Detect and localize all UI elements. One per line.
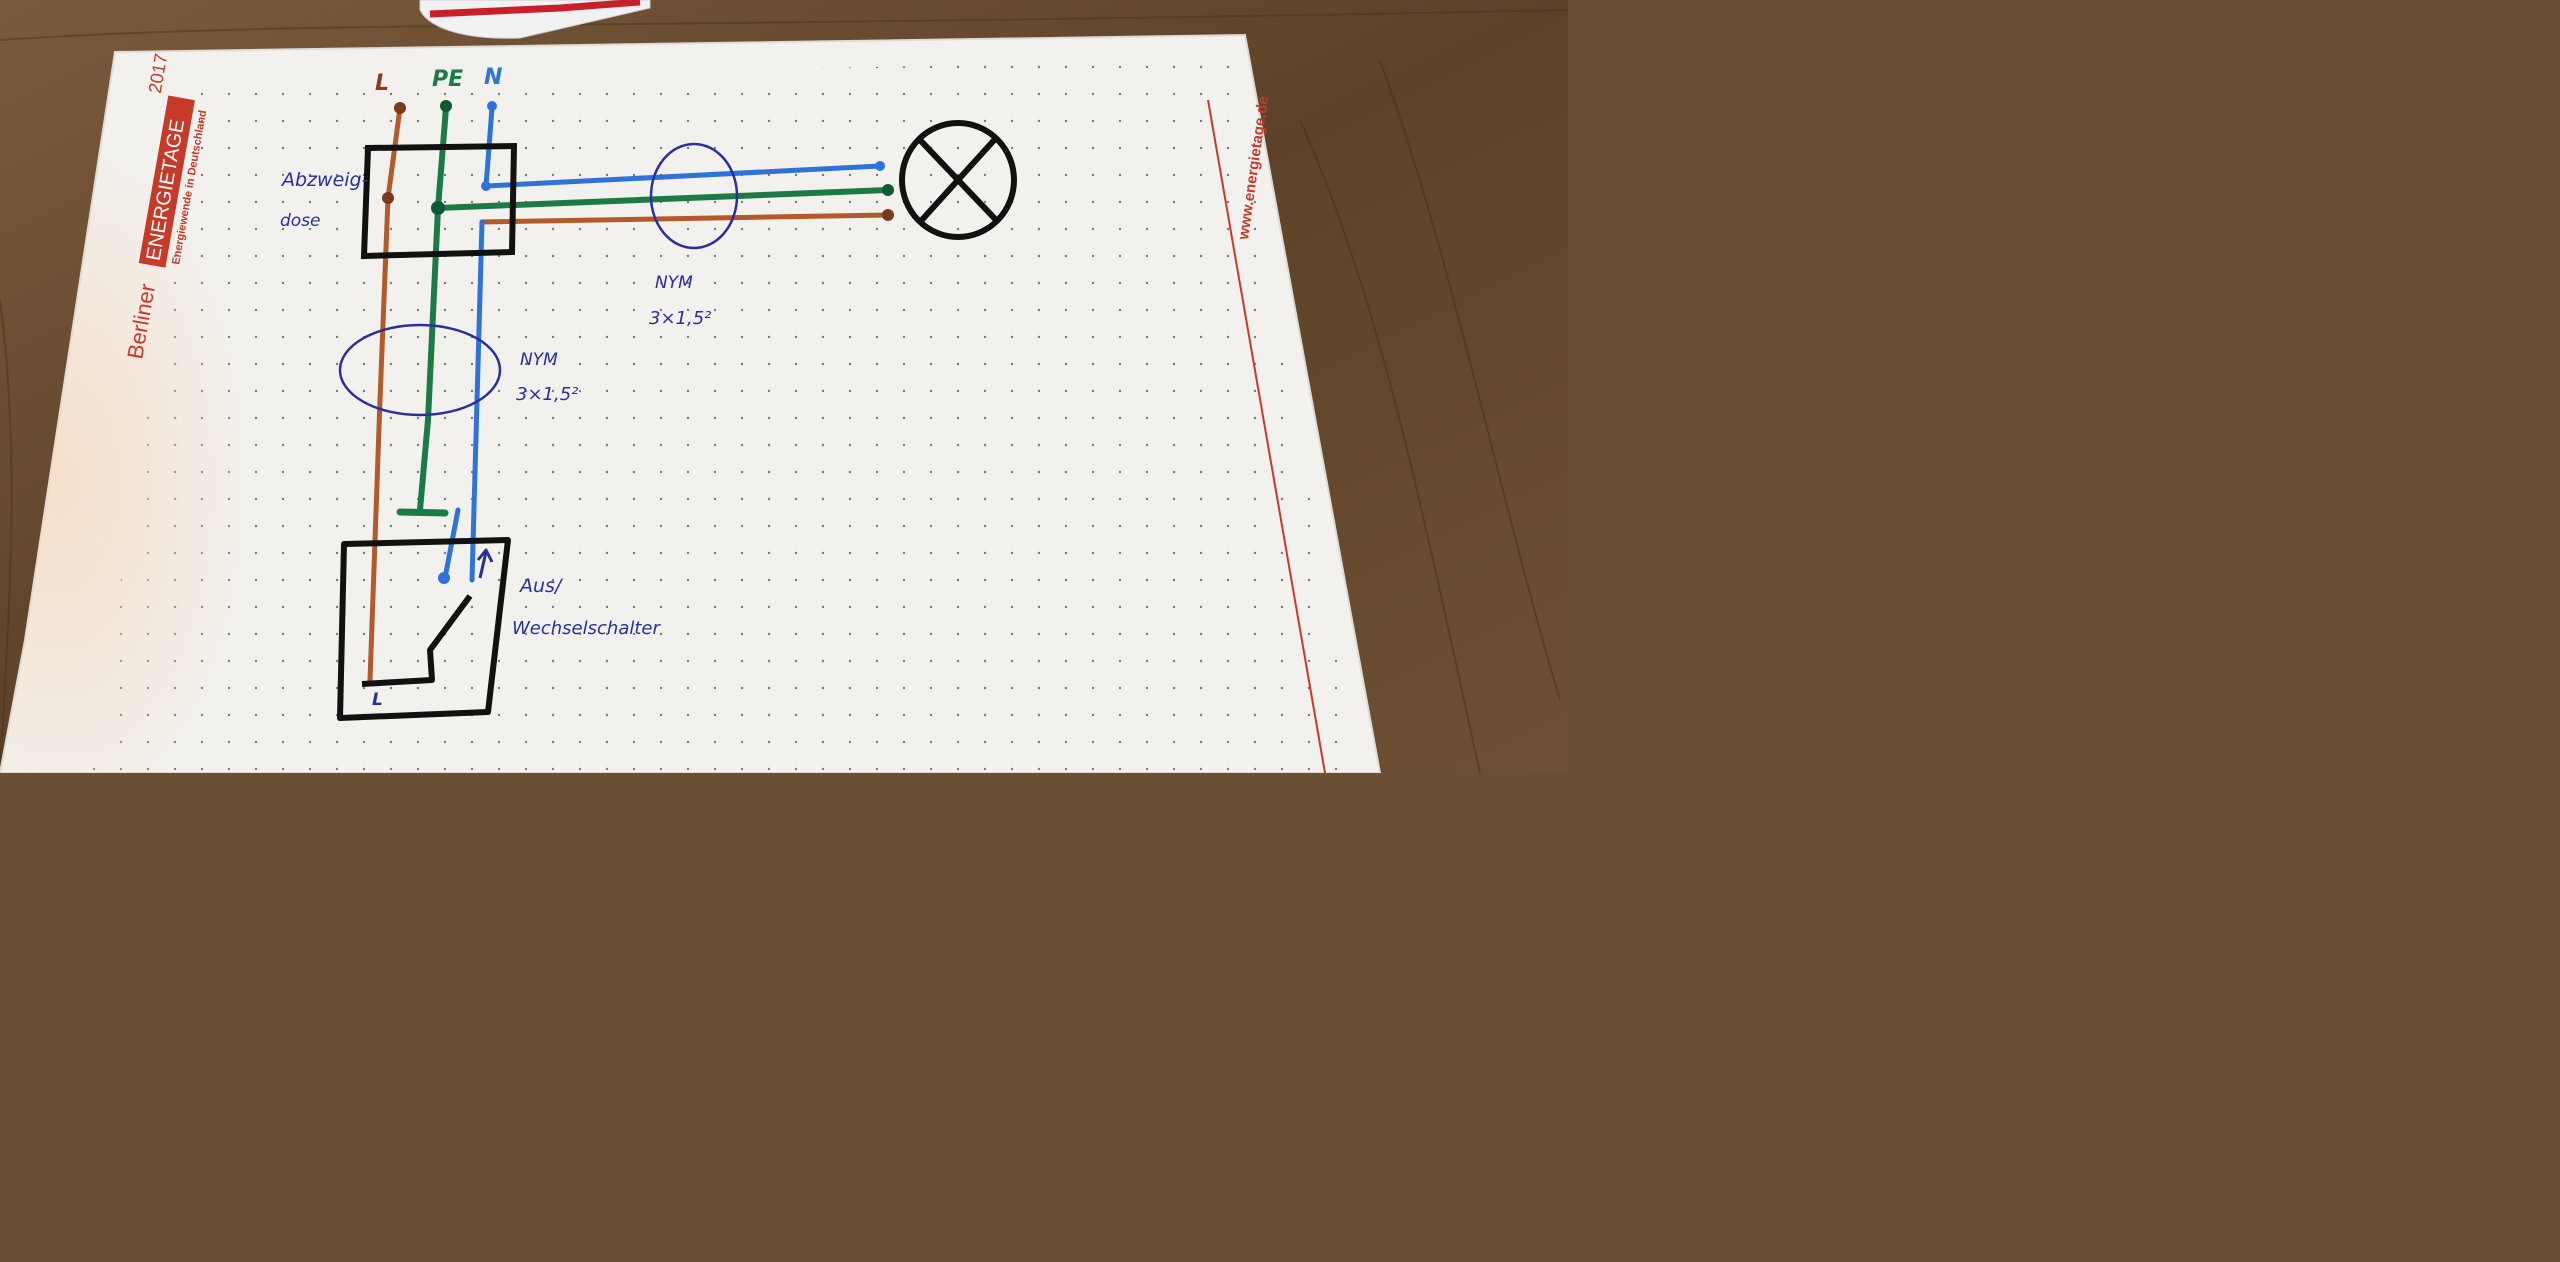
margin-line — [1207, 99, 1326, 773]
switch-label-2: Wechselschalter — [512, 618, 661, 639]
cable-marker-vertical — [338, 323, 502, 417]
wire-earth-feed — [417, 105, 449, 513]
wire-neutral-lamp — [483, 163, 883, 189]
switch-terminal-label: L — [372, 690, 383, 710]
junction-box — [360, 142, 518, 260]
earth-cap — [396, 508, 449, 517]
cable-horizontal-size: 3×1,5² — [649, 308, 711, 329]
terminal-label-l: L — [375, 71, 389, 96]
photo-scene: Berliner ENERGIETAGE 2017 Energiewende i… — [0, 0, 1568, 773]
wiring-diagram — [367, 105, 891, 683]
cable-vertical-type: NYM — [520, 350, 558, 370]
junction-box-label-1: Abzweig- — [280, 169, 369, 191]
lamp-symbol — [899, 120, 1017, 240]
terminal-label-pe: PE — [432, 67, 463, 92]
paper-dot-grid — [90, 60, 1360, 773]
paper-shading — [0, 48, 400, 773]
switch-box — [337, 537, 511, 721]
terminal-label-n: N — [484, 65, 502, 90]
cable-vertical-size: 3×1,5² — [516, 384, 578, 405]
wire-phase-feed — [367, 105, 403, 683]
pen-cap — [419, 0, 651, 39]
wire-phase-lamp — [479, 212, 891, 225]
switch-contact — [361, 594, 473, 687]
switch-arrow — [476, 548, 494, 579]
switch-label-1: Aus/ — [518, 575, 564, 597]
terminal-dots — [382, 100, 894, 584]
switch-symbol — [337, 537, 511, 721]
junction-box-label-2: dose — [280, 211, 321, 231]
cable-marker-horizontal — [649, 142, 739, 250]
cable-horizontal-type: NYM — [655, 273, 693, 293]
